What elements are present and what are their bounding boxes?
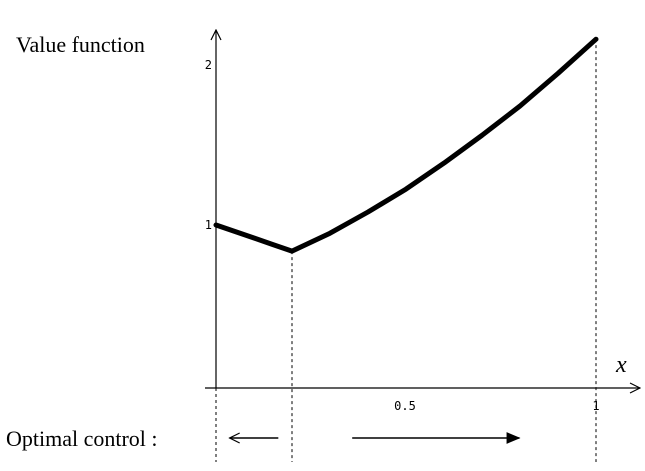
value-function-curve bbox=[213, 36, 599, 254]
x-axis-label: x bbox=[615, 352, 627, 378]
x-tick-label-0-5: 0.5 bbox=[394, 399, 416, 413]
optimal-control-label: Optimal control : bbox=[6, 426, 158, 451]
y-axis-label: Value function bbox=[16, 32, 145, 57]
y-tick-label-2: 2 bbox=[205, 58, 212, 72]
y-tick-label-1: 1 bbox=[205, 218, 212, 232]
